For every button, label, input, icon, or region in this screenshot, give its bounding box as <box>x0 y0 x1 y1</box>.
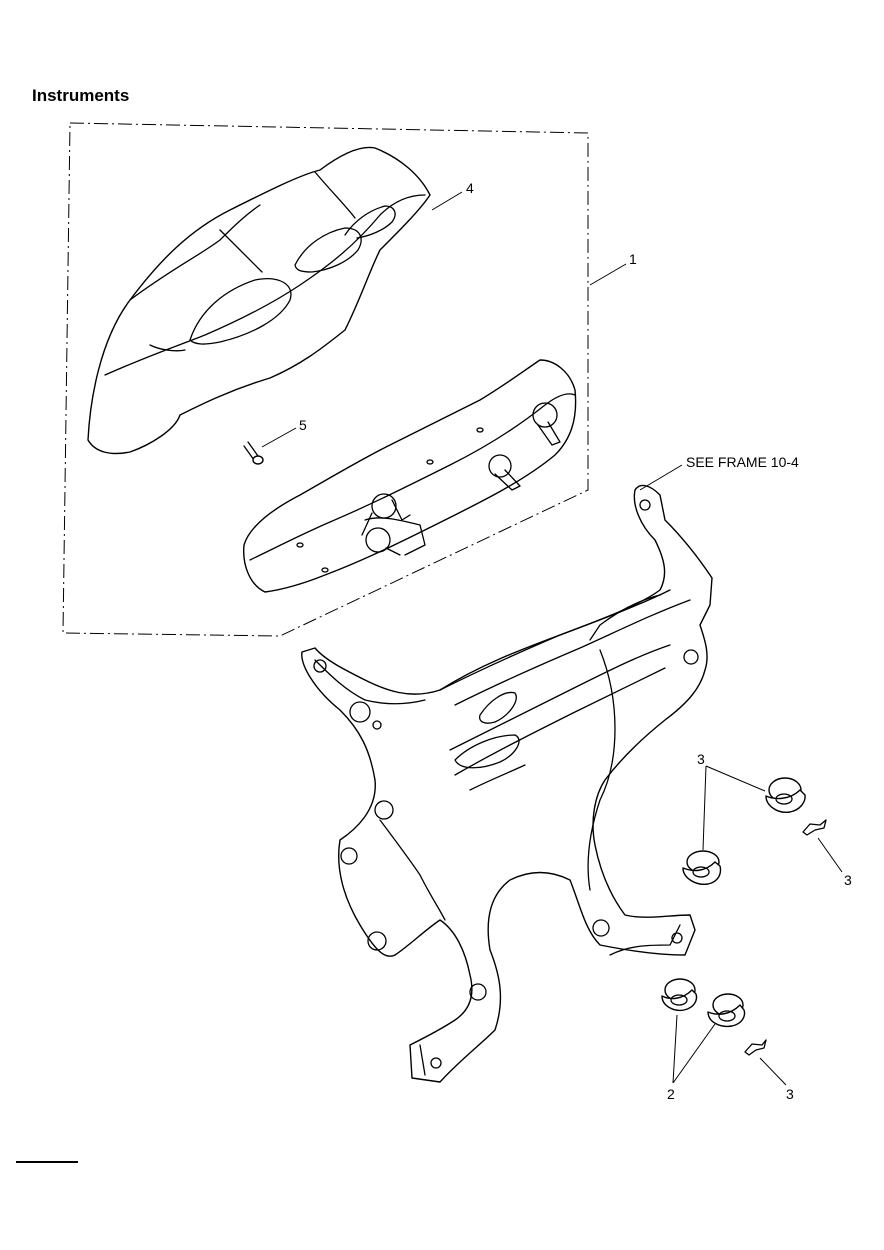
grommet-upper-left <box>682 850 722 885</box>
callout-1-leader <box>589 263 627 286</box>
callout-3-clip-lower-leader <box>759 1057 787 1086</box>
instrument-housing <box>243 359 577 593</box>
see-frame-leader <box>639 464 683 491</box>
callout-4-leader <box>431 191 463 211</box>
grommet-lower-right <box>707 993 746 1028</box>
callout-4: 4 <box>466 180 474 196</box>
callout-2-leaders <box>672 1014 716 1084</box>
callout-1: 1 <box>629 251 637 267</box>
see-frame-reference: SEE FRAME 10-4 <box>686 454 799 470</box>
grommet-upper-right <box>765 777 806 813</box>
callout-3-upper: 3 <box>697 751 705 767</box>
assembly-boundary <box>62 122 589 637</box>
page-title: Instruments <box>32 86 130 105</box>
clip-lower <box>744 1039 767 1056</box>
callout-3-upper-leaders <box>702 765 766 851</box>
callout-3-clip-upper-leader <box>817 837 843 873</box>
callout-5-leader <box>261 427 297 448</box>
footer-rule <box>16 1161 78 1163</box>
callout-3-clip-upper: 3 <box>844 872 852 888</box>
grommet-lower-left <box>661 978 698 1012</box>
mounting-bracket <box>301 484 713 1083</box>
callout-2: 2 <box>667 1086 675 1102</box>
screw <box>243 441 264 465</box>
instrument-cover <box>87 146 431 455</box>
callout-5: 5 <box>299 417 307 433</box>
clip-upper <box>802 819 827 836</box>
callout-3-clip-lower: 3 <box>786 1086 794 1102</box>
